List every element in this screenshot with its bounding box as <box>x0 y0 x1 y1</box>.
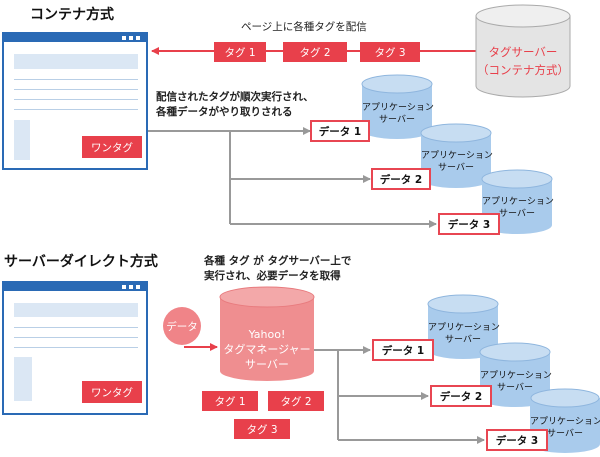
top-app-server-1-label: アプリケーション サーバー <box>362 103 434 125</box>
top-tag-2: タグ 2 <box>283 42 347 62</box>
bottom-flow-arrows <box>314 346 485 444</box>
top-app-server-2 <box>420 123 492 188</box>
top-app-server-1 <box>361 74 433 139</box>
yahoo-server-label: Yahoo! タグマネージャー サーバー <box>223 328 311 371</box>
bottom-onetag-button[interactable]: ワンタグ <box>82 381 142 403</box>
browser-titlebar <box>4 283 146 291</box>
bottom-tag-3: タグ 3 <box>234 419 290 439</box>
bottom-app-server-1 <box>427 294 499 359</box>
tag-server-cylinder <box>475 4 571 98</box>
bottom-section-heading: サーバーダイレクト方式 <box>4 254 158 270</box>
bottom-app-server-3-label: アプリケーション サーバー <box>530 417 600 439</box>
data-bubble: データ <box>163 307 201 345</box>
top-browser-window: ワンタグ <box>2 32 148 170</box>
bottom-data-box-3: データ 3 <box>486 429 548 451</box>
tag-server-label: タグサーバー （コンテナ方式） <box>477 45 569 77</box>
top-flow-arrows <box>148 127 437 228</box>
top-data-box-3: データ 3 <box>438 213 500 235</box>
top-tag-3: タグ 3 <box>360 42 420 62</box>
top-app-server-2-label: アプリケーション サーバー <box>421 151 493 173</box>
bottom-tag-1: タグ 1 <box>202 391 258 411</box>
bottom-app-server-2 <box>479 342 551 407</box>
top-app-server-3-label: アプリケーション サーバー <box>482 197 554 219</box>
top-flow-caption: 配信されたタグが順次実行され、 各種データがやり取りされる <box>156 91 314 118</box>
bottom-data-box-1: データ 1 <box>372 339 434 361</box>
bottom-data-box-2: データ 2 <box>430 385 492 407</box>
yahoo-server-cylinder <box>219 286 315 381</box>
bottom-app-server-2-label: アプリケーション サーバー <box>480 371 552 393</box>
top-onetag-button[interactable]: ワンタグ <box>82 136 142 158</box>
top-tag-1: タグ 1 <box>214 42 266 62</box>
tag-delivery-caption: ページ上に各種タグを配信 <box>241 21 367 33</box>
bottom-tag-2: タグ 2 <box>268 391 324 411</box>
bottom-browser-window: ワンタグ <box>2 281 148 415</box>
top-data-box-1: データ 1 <box>310 120 370 142</box>
bottom-caption: 各種 タグ が タグサーバー上で 実行され、必要データを取得 <box>204 255 352 282</box>
browser-titlebar <box>4 34 146 42</box>
top-data-box-2: データ 2 <box>371 168 431 190</box>
top-section-heading: コンテナ方式 <box>30 7 114 23</box>
bottom-app-server-1-label: アプリケーション サーバー <box>428 323 500 345</box>
